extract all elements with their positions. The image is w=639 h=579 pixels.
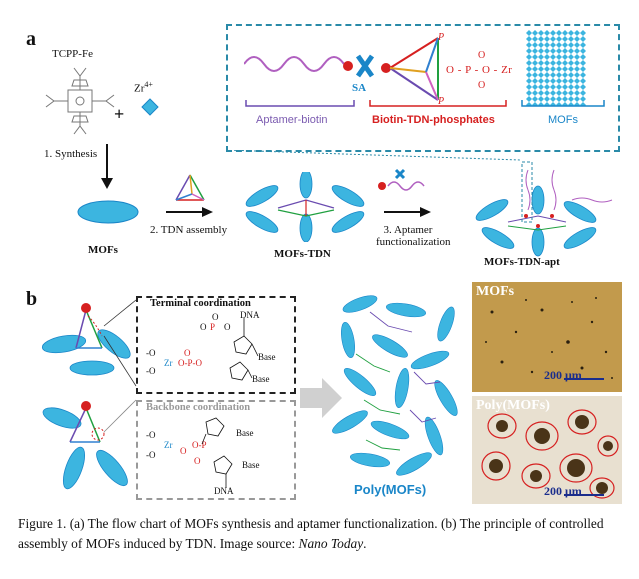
inset-pointer-lines bbox=[226, 150, 526, 161]
scale-bottom-label: 200 μm bbox=[544, 484, 582, 498]
assembly-arrow-icon bbox=[300, 378, 342, 418]
micrograph-mofs: MOFs 200 μm bbox=[472, 282, 622, 392]
synthesis-arrow-icon bbox=[101, 144, 113, 189]
mofs-particle-icon bbox=[77, 200, 139, 224]
scale-top-label: 200 μm bbox=[544, 368, 582, 382]
svg-text:-O: -O bbox=[146, 366, 156, 376]
backbone-chem-structure: -O -O Zr O O-P O Base Base bbox=[146, 417, 260, 488]
mofs-tdn-apt-label: MOFs-TDN-apt bbox=[484, 256, 560, 268]
phosphate-chem: O - P - O - Zr bbox=[446, 64, 513, 76]
zr-cube-icon bbox=[141, 98, 159, 116]
svg-text:Zr: Zr bbox=[164, 440, 173, 450]
svg-text:O-P-O: O-P-O bbox=[178, 358, 202, 368]
terminal-dna-label: DNA bbox=[240, 310, 260, 320]
micrograph-poly-texture bbox=[472, 396, 622, 504]
step3-label: 3. Aptamer functionalization bbox=[376, 224, 451, 248]
svg-text:O: O bbox=[194, 456, 201, 466]
backbone-dna-label: DNA bbox=[214, 486, 234, 496]
terminal-chem-structure: O O P O -O -O Zr O-P-O O Base Base bbox=[146, 312, 276, 384]
aptamer-biotin-label: Aptamer-biotin bbox=[256, 114, 328, 126]
svg-text:O: O bbox=[184, 348, 191, 358]
svg-text:P: P bbox=[210, 322, 215, 332]
tcpp-fe-molecule bbox=[45, 67, 115, 135]
terminal-title: Terminal coordination bbox=[150, 298, 251, 309]
aptamer-arrow-icon bbox=[384, 207, 431, 217]
aptamer-wave bbox=[244, 56, 345, 72]
caption-source: Nano Today bbox=[298, 536, 364, 551]
biotin-tdn-label: Biotin-TDN-phosphates bbox=[372, 114, 495, 126]
step3-line2: functionalization bbox=[376, 236, 451, 248]
svg-text:Base: Base bbox=[236, 428, 254, 438]
mofs-label: MOFs bbox=[88, 244, 118, 256]
svg-text:Base: Base bbox=[252, 374, 270, 384]
inset-brackets bbox=[245, 100, 605, 107]
inset-zoom-box bbox=[226, 24, 620, 152]
caption-suffix: . bbox=[363, 536, 367, 551]
plus-sign: + bbox=[114, 104, 125, 124]
tdn-assembly-arrow-icon bbox=[166, 207, 213, 217]
svg-text:-O: -O bbox=[146, 430, 156, 440]
backbone-cluster-icon bbox=[42, 401, 128, 490]
panel-b-letter: b bbox=[26, 288, 38, 310]
tdn-tetrahedron-icon bbox=[175, 174, 205, 201]
step3-line1: 3. Aptamer bbox=[383, 224, 433, 236]
mofs-tdn-cluster bbox=[245, 172, 365, 242]
oxygen-bottom: O bbox=[478, 80, 486, 91]
zr-text: Zr bbox=[134, 82, 145, 95]
step1-label: 1. Synthesis bbox=[44, 148, 98, 160]
micrograph-poly-mofs: Poly(MOFs) 200 μm bbox=[472, 396, 622, 504]
sa-label: SA bbox=[352, 82, 367, 94]
micrograph-mofs-texture bbox=[472, 282, 622, 392]
p-bottom-label: P bbox=[438, 96, 445, 107]
zoom-connector-lines bbox=[103, 299, 137, 433]
terminal-coordination-box bbox=[136, 296, 296, 394]
svg-text:Base: Base bbox=[258, 352, 276, 362]
term-o-minus: O bbox=[212, 312, 219, 322]
poly-mofs-label: Poly(MOFs) bbox=[354, 482, 427, 497]
micrograph-bottom-label: Poly(MOFs) bbox=[476, 398, 550, 413]
term-o: O bbox=[200, 322, 207, 332]
tcpp-fe-label: TCPP-Fe bbox=[52, 48, 93, 60]
zr-label: Zr4+ bbox=[134, 80, 153, 95]
scale-bar-top bbox=[564, 378, 604, 380]
backbone-coordination-box bbox=[136, 400, 296, 500]
scale-bar-bottom bbox=[564, 494, 604, 496]
svg-text:O: O bbox=[224, 322, 231, 332]
svg-text:O-P: O-P bbox=[192, 440, 207, 450]
micrograph-top-label: MOFs bbox=[476, 284, 515, 299]
zr-charge: 4+ bbox=[144, 80, 153, 89]
svg-text:-O: -O bbox=[146, 348, 156, 358]
panel-a-letter: a bbox=[26, 28, 36, 50]
svg-text:O: O bbox=[180, 446, 187, 456]
oxygen-top: O bbox=[478, 50, 486, 61]
p-top-label: P bbox=[438, 32, 445, 43]
tdn-large-tetrahedron bbox=[381, 37, 439, 101]
mofs-inset-label: MOFs bbox=[548, 114, 578, 126]
mofs-lattice-icon bbox=[526, 30, 586, 106]
backbone-title: Backbone coordination bbox=[146, 402, 251, 413]
svg-text:Base: Base bbox=[242, 460, 260, 470]
poly-mofs-network bbox=[332, 295, 458, 476]
step2-label: 2. TDN assembly bbox=[150, 224, 228, 236]
mofs-tdn-apt-cluster bbox=[475, 161, 613, 257]
mofs-tdn-label: MOFs-TDN bbox=[274, 248, 331, 260]
streptavidin-icon bbox=[343, 54, 375, 78]
terminal-cluster-icon bbox=[41, 303, 131, 376]
svg-text:-O: -O bbox=[146, 450, 156, 460]
caption-text: Figure 1. (a) The flow chart of MOFs syn… bbox=[18, 516, 604, 551]
svg-text:Zr: Zr bbox=[164, 358, 173, 368]
figure-caption: Figure 1. (a) The flow chart of MOFs syn… bbox=[18, 514, 628, 554]
aptamer-biotin-icon bbox=[378, 168, 425, 191]
